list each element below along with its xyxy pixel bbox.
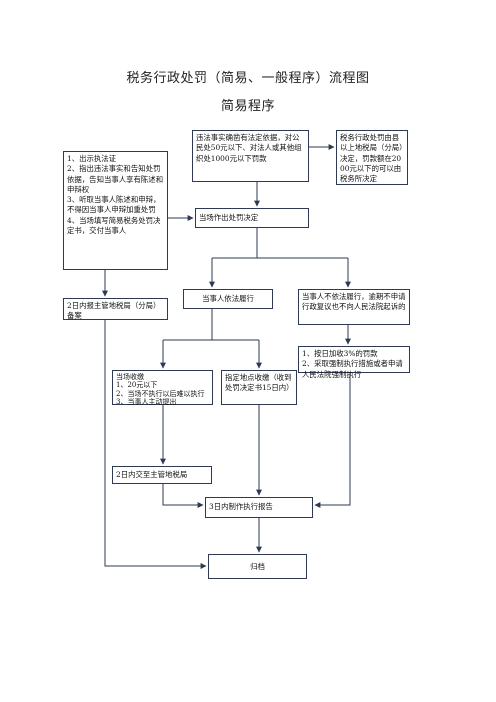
box-authority: 税务行政处罚由县以上地税局（分局）决定，罚款额在2000元以下的可以由税务所决定	[336, 130, 408, 185]
box-comply: 当事人依法履行	[183, 289, 273, 309]
box-report: 2日内报主管地税局（分局）备案	[63, 298, 168, 320]
box-archive: 归档	[208, 554, 307, 579]
box-not-comply: 当事人不依法履行，逾期不申请行政复议也不向人民法院起诉的	[298, 289, 410, 325]
arrow-report-archive	[104, 320, 207, 569]
arrow-enforce-execreport	[314, 373, 351, 508]
box-exec-report: 3日内制作执行报告	[205, 497, 313, 518]
box-onsite-decision: 当场作出处罚决定	[195, 208, 309, 228]
box-handover: 2日内交至主管地税局	[112, 466, 212, 484]
box-onsite-collect: 当场收缴 1、20元以下 2、当场不执行以后难以执行 3、当事人主动提出	[112, 370, 213, 406]
page-subtitle: 简易程序	[220, 99, 275, 114]
page-title: 税务行政处罚（简易、一般程序）流程图	[126, 71, 370, 86]
box-enforce: 1、按日加收3%的罚款 2、采取强制执行措施或者申请人民法院强制执行	[298, 346, 410, 379]
box-steps: 1、出示执法证 2、指出违法事实和告知处罚依据，告知当事人享有陈述和申辩权 3、…	[63, 151, 168, 270]
arrow-handover-execreport	[162, 484, 204, 508]
box-designated-collect: 指定地点收缴（收到处罚决定书15日内）	[221, 370, 297, 405]
box-condition: 违法事实确凿有法定依据，对公民处50元以下、对法人或其他组织处1000元以下罚款	[192, 130, 309, 182]
